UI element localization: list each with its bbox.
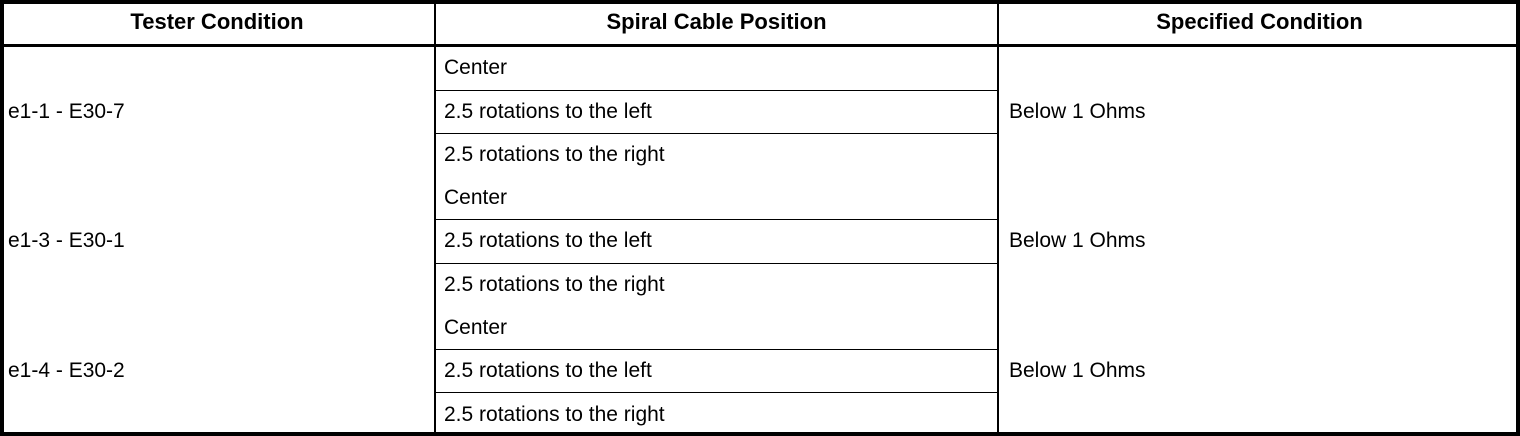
table-row: 2.5 rotations to the left bbox=[0, 219, 1520, 264]
column-header-spiral-cable-position: Spiral Cable Position bbox=[435, 0, 999, 47]
cell-spiral-cable-position: 2.5 rotations to the right bbox=[435, 392, 999, 436]
cell-specified-condition: Below 1 Ohms bbox=[998, 306, 1520, 436]
cell-spiral-cable-position: Center bbox=[435, 306, 999, 350]
cell-specified-condition: Below 1 Ohms bbox=[998, 45, 1520, 177]
table-row: 2.5 rotations to the right bbox=[0, 133, 1520, 177]
cell-spiral-cable-position: 2.5 rotations to the left bbox=[435, 349, 999, 394]
column-header-specified-condition: Specified Condition bbox=[998, 0, 1520, 47]
table-row: 2.5 rotations to the left bbox=[0, 349, 1520, 394]
cell-spiral-cable-position: Center bbox=[435, 176, 999, 221]
cell-spiral-cable-position: 2.5 rotations to the right bbox=[435, 133, 999, 177]
cell-tester-condition: e1-3 - E30-1 bbox=[0, 176, 436, 307]
table-row: 2.5 rotations to the right bbox=[0, 392, 1520, 436]
table-row: e1-1 - E30-7 Center Below 1 Ohms bbox=[0, 45, 1520, 177]
table-row: e1-3 - E30-1 Center Below 1 Ohms bbox=[0, 176, 1520, 307]
cell-tester-condition: e1-1 - E30-7 bbox=[0, 45, 436, 177]
table-header-row: Tester Condition Spiral Cable Position S… bbox=[0, 0, 1520, 47]
cell-specified-condition: Below 1 Ohms bbox=[998, 176, 1520, 307]
table-body: e1-1 - E30-7 Center Below 1 Ohms 2.5 rot… bbox=[0, 45, 1520, 436]
table-row: e1-4 - E30-2 Center Below 1 Ohms bbox=[0, 306, 1520, 436]
cell-spiral-cable-position: 2.5 rotations to the right bbox=[435, 263, 999, 307]
cell-spiral-cable-position: 2.5 rotations to the left bbox=[435, 219, 999, 264]
cell-spiral-cable-position: Center bbox=[435, 45, 999, 91]
table-header: Tester Condition Spiral Cable Position S… bbox=[0, 0, 1520, 47]
cell-spiral-cable-position: 2.5 rotations to the left bbox=[435, 90, 999, 135]
table-row: 2.5 rotations to the left bbox=[0, 90, 1520, 135]
table-row: 2.5 rotations to the right bbox=[0, 263, 1520, 307]
column-header-tester-condition: Tester Condition bbox=[0, 0, 436, 47]
cell-tester-condition: e1-4 - E30-2 bbox=[0, 306, 436, 436]
